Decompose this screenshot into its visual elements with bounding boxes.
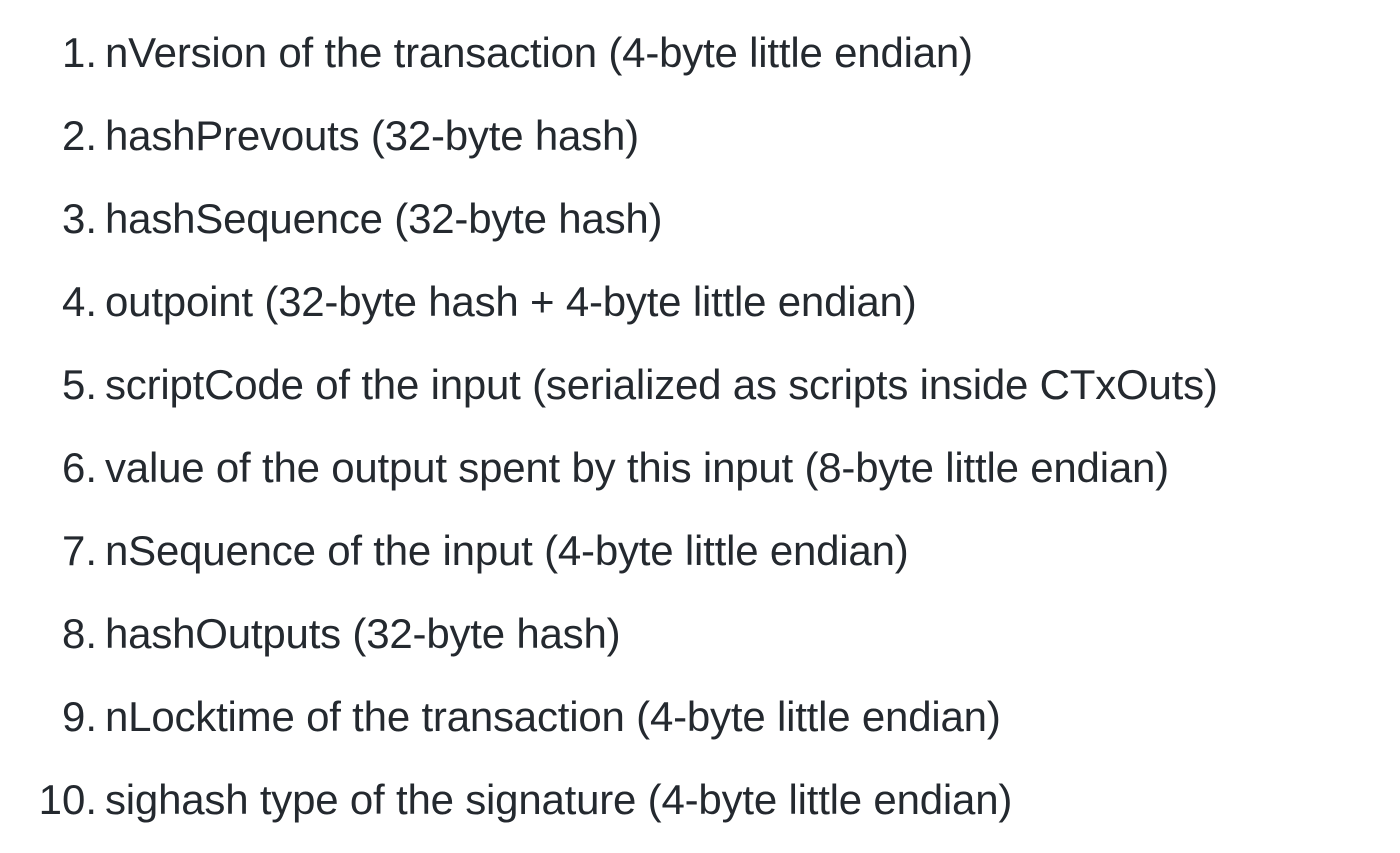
list-item-text: sighash type of the signature (4-byte li… <box>105 776 1013 823</box>
list-item-marker: 7. <box>61 527 97 574</box>
list-item: 8. hashOutputs (32-byte hash) <box>0 592 1400 675</box>
list-item-marker: 8. <box>61 610 97 657</box>
list-item: 7. nSequence of the input (4-byte little… <box>0 509 1400 592</box>
list-item: 2. hashPrevouts (32-byte hash) <box>0 94 1400 177</box>
list-item-marker: 2. <box>61 112 97 159</box>
list-item-text: nSequence of the input (4-byte little en… <box>105 527 909 574</box>
list-item-text: outpoint (32-byte hash + 4-byte little e… <box>105 278 917 325</box>
list-item: 1. nVersion of the transaction (4-byte l… <box>0 11 1400 94</box>
list-item-marker: 1. <box>61 29 97 76</box>
list-item: 5. scriptCode of the input (serialized a… <box>0 343 1400 426</box>
list-item: 6. value of the output spent by this inp… <box>0 426 1400 509</box>
list-item: 3. hashSequence (32-byte hash) <box>0 177 1400 260</box>
list-item-text: nLocktime of the transaction (4-byte lit… <box>105 693 1001 740</box>
list-item-marker: 6. <box>61 444 97 491</box>
list-item-marker: 5. <box>61 361 97 408</box>
list-item-marker: 10. <box>38 776 97 823</box>
list-item-text: hashPrevouts (32-byte hash) <box>105 112 639 159</box>
list-item-text: nVersion of the transaction (4-byte litt… <box>105 29 973 76</box>
list-item: 10. sighash type of the signature (4-byt… <box>0 758 1400 841</box>
list-item-marker: 3. <box>61 195 97 242</box>
list-item-text: hashSequence (32-byte hash) <box>105 195 663 242</box>
list-item-marker: 4. <box>61 278 97 325</box>
list-item-marker: 9. <box>61 693 97 740</box>
list-item: 4. outpoint (32-byte hash + 4-byte littl… <box>0 260 1400 343</box>
list-item-text: scriptCode of the input (serialized as s… <box>105 361 1218 408</box>
list-item: 9. nLocktime of the transaction (4-byte … <box>0 675 1400 758</box>
list-item-text: hashOutputs (32-byte hash) <box>105 610 621 657</box>
list-item-text: value of the output spent by this input … <box>105 444 1169 491</box>
